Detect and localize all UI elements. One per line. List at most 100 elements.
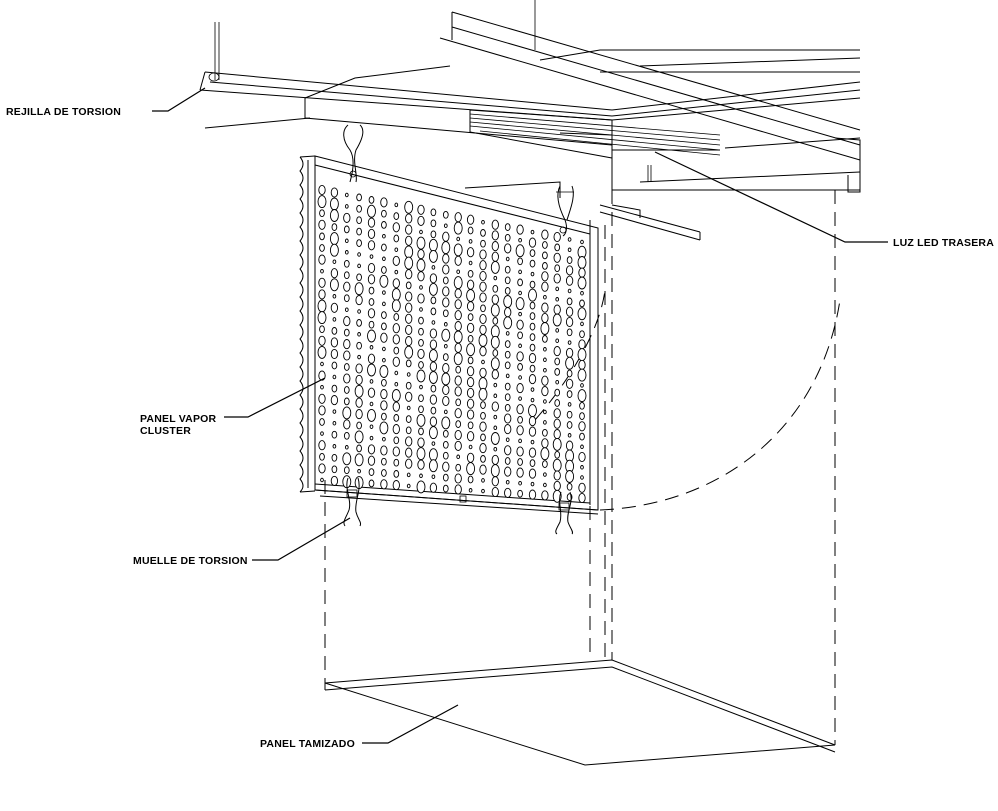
perforation-hole	[541, 271, 549, 282]
perforation-hole	[404, 200, 414, 214]
perforation-hole	[553, 470, 561, 481]
perforation-hole	[504, 276, 511, 285]
perforation-hole	[331, 465, 338, 474]
perforation-hole	[504, 457, 511, 465]
perforation-hole	[542, 262, 548, 270]
perforation-hole	[357, 354, 361, 360]
perforation-hole	[491, 369, 499, 380]
perforation-hole	[429, 416, 438, 427]
perforation-hole	[367, 217, 376, 228]
perforation-hole	[528, 468, 537, 479]
perforation-hole	[553, 429, 561, 440]
perforation-hole	[480, 401, 486, 409]
perforation-hole	[541, 281, 549, 292]
perforation-hole	[466, 247, 475, 258]
perforation-hole	[441, 328, 451, 342]
perforation-hole	[443, 343, 448, 349]
perforation-hole	[491, 219, 499, 230]
perforation-hole	[441, 241, 451, 255]
perforation-hole	[480, 229, 486, 237]
perforation-hole	[491, 454, 499, 465]
perforation-hole	[580, 465, 584, 470]
perforation-hole	[516, 404, 524, 415]
perforation-hole	[528, 447, 537, 458]
perforation-hole	[380, 332, 388, 343]
perforation-hole	[490, 303, 500, 317]
perforation-hole	[343, 294, 350, 303]
perforation-hole	[405, 381, 412, 390]
perforation-hole	[355, 409, 363, 420]
perforation-hole	[565, 347, 574, 358]
perforation-hole	[354, 453, 364, 467]
perforation-hole	[577, 389, 587, 403]
perforation-hole	[428, 448, 438, 462]
perforation-hole	[367, 353, 376, 364]
perforation-hole	[442, 461, 450, 472]
perforation-hole	[369, 424, 374, 429]
perforation-hole	[392, 401, 400, 412]
perforation-hole	[344, 204, 349, 209]
perforation-hole	[505, 373, 510, 379]
perforation-hole	[332, 259, 337, 264]
perforation-hole	[394, 269, 399, 275]
perforation-hole	[516, 446, 524, 457]
perforation-hole	[453, 330, 463, 344]
perforation-hole	[505, 256, 510, 262]
perforation-hole	[419, 229, 423, 235]
perforation-hole	[418, 327, 424, 336]
perforation-hole	[466, 462, 476, 476]
perforation-hole	[480, 433, 486, 442]
perforation-hole	[565, 306, 574, 317]
perforation-hole	[329, 209, 339, 222]
perforation-hole	[368, 298, 375, 306]
perforation-hole	[467, 334, 474, 343]
perforation-hole	[553, 480, 561, 491]
perforation-hole	[580, 475, 584, 480]
perforation-hole	[343, 373, 351, 384]
perforation-hole	[354, 430, 364, 444]
perforation-hole	[553, 231, 561, 243]
perforation-hole	[381, 243, 387, 252]
perforation-hole	[442, 286, 450, 297]
perforation-hole	[466, 377, 475, 388]
perforation-hole	[454, 288, 462, 299]
perforation-hole	[418, 338, 424, 347]
perforation-hole	[555, 286, 560, 292]
perforation-hole	[454, 440, 462, 451]
perforation-hole	[516, 425, 524, 436]
perforation-hole	[490, 432, 500, 445]
perforation-hole	[479, 346, 487, 357]
perforation-hole	[369, 345, 374, 350]
perforation-hole	[518, 311, 522, 317]
perforation-hole	[382, 346, 386, 352]
perforation-hole	[555, 379, 560, 385]
perforation-hole	[320, 431, 324, 436]
perforation-hole	[442, 451, 449, 460]
perforation-hole	[369, 401, 374, 407]
perforation-hole	[530, 229, 535, 235]
perforation-hole	[429, 339, 438, 350]
perforation-hole	[505, 479, 510, 485]
perforation-hole	[504, 340, 511, 348]
perforation-hole	[454, 342, 462, 353]
perforation-hole	[516, 383, 524, 394]
perforation-hole	[577, 348, 587, 362]
perforation-hole	[542, 251, 548, 260]
perforation-hole	[493, 446, 498, 452]
perforation-hole	[478, 334, 488, 347]
perforation-hole	[356, 421, 362, 430]
perforation-hole	[317, 311, 327, 325]
perforation-hole	[479, 421, 487, 432]
perforation-hole	[491, 251, 499, 262]
perforation-hole	[529, 364, 536, 373]
perforation-hole	[553, 408, 561, 419]
perforation-hole	[330, 337, 339, 348]
perforation-hole	[580, 444, 584, 450]
perforation-hole	[318, 289, 326, 300]
perforation-hole	[418, 405, 424, 414]
perforation-hole	[517, 458, 523, 466]
perforation-hole	[319, 209, 325, 218]
perforation-hole	[430, 307, 437, 316]
perforation-hole	[382, 436, 386, 442]
perforation-hole	[431, 320, 436, 325]
